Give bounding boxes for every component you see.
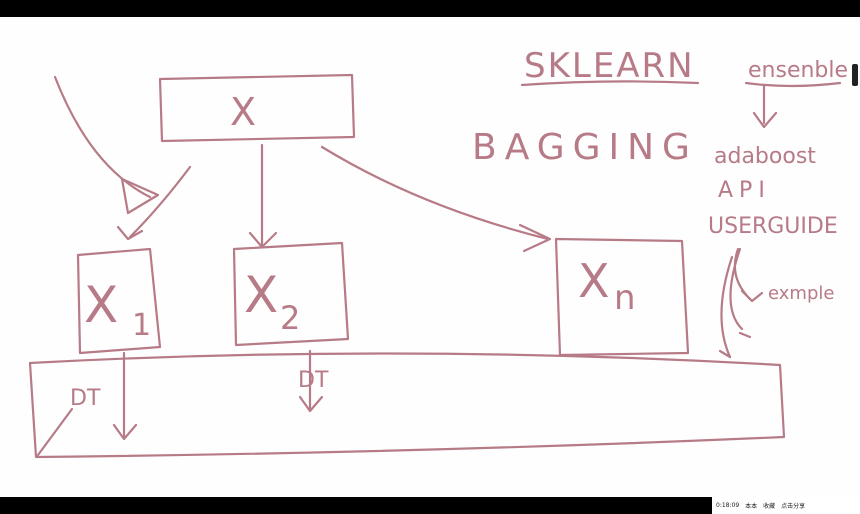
title-underline <box>520 80 700 87</box>
note-example: exmple <box>768 283 834 304</box>
note-ensemble-underline <box>744 81 842 88</box>
note-branches <box>720 247 752 359</box>
footer-item-2[interactable]: 收藏 <box>763 503 776 510</box>
player-footer: 0:18:09 本本 收藏 点击分享 <box>712 497 860 514</box>
x1-label: X <box>84 276 118 334</box>
time-label: 0:18:09 <box>716 502 740 509</box>
incoming-curve <box>53 75 152 199</box>
dt2-label: DT <box>298 368 329 393</box>
xn-label: X <box>578 254 610 308</box>
x2-box <box>232 241 350 347</box>
xn-box <box>554 237 690 357</box>
scrollbar-handle[interactable] <box>852 64 858 86</box>
title-text: SKLEARN <box>524 46 695 86</box>
x1-box <box>76 247 162 355</box>
dt1-arrow-head <box>112 423 138 441</box>
xn-subscript: n <box>614 278 636 318</box>
dt2-arrow-head <box>298 395 324 413</box>
learners-box <box>28 352 786 459</box>
x1-subscript: 1 <box>132 308 151 343</box>
whiteboard-drawing: SKLEARN BAGGING X X 1 <box>28 46 848 459</box>
arrow-root-xn <box>320 145 550 241</box>
arrow-root-xn-head <box>518 223 552 253</box>
footer-item-1[interactable]: 本本 <box>745 503 758 510</box>
arrow-root-x1-head <box>116 225 144 241</box>
x2-subscript: 2 <box>280 299 300 337</box>
whiteboard: SKLEARN BAGGING X X 1 <box>0 17 860 497</box>
dt1-label: DT <box>70 386 101 411</box>
dt1-pointer <box>36 407 74 457</box>
root-box <box>158 73 356 143</box>
arrow-root-x1 <box>128 165 192 239</box>
note-adaboost: adaboost <box>714 144 816 169</box>
note-ensemble: ensenble <box>748 58 848 83</box>
note-api: API <box>718 178 771 203</box>
x2-label: X <box>244 266 278 324</box>
root-label: X <box>230 90 256 134</box>
note-arrow-down-head <box>752 111 778 129</box>
note-branch-heads <box>718 289 764 359</box>
incoming-arrowhead <box>120 177 160 215</box>
footer-item-3[interactable]: 点击分享 <box>781 503 806 510</box>
topic-text: BAGGING <box>472 127 698 168</box>
note-userguide: USERGUIDE <box>708 214 838 239</box>
